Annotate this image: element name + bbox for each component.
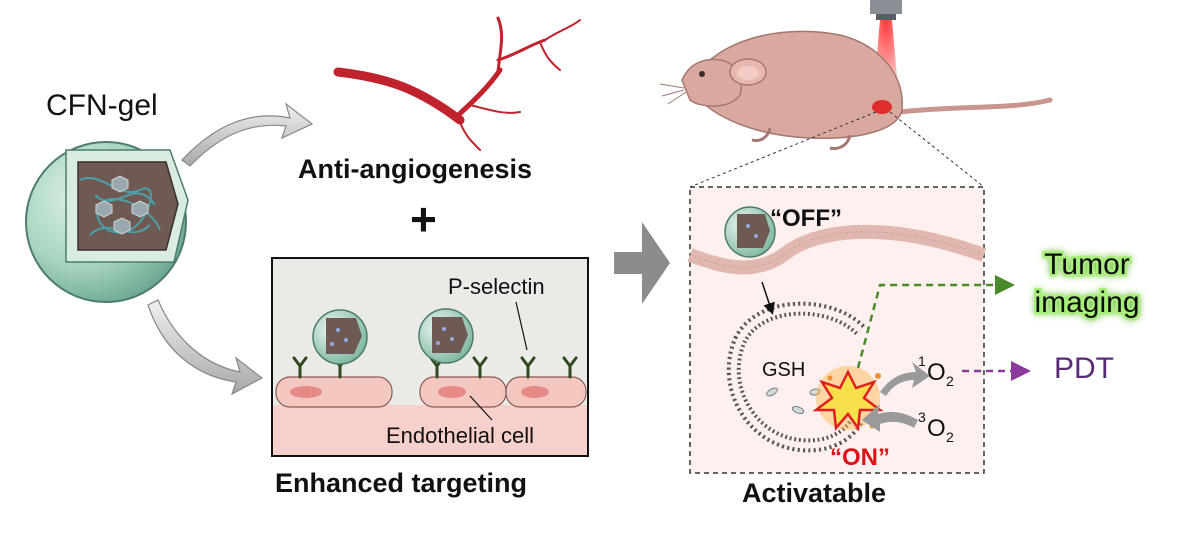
gel-sphere-bound-1 [312,309,368,365]
internalization-arrow [761,281,775,315]
zoom-line-right [889,111,985,188]
imaging-arrow [856,275,1015,369]
endothelial-pointer [469,395,493,421]
p-selectin-pointer [515,301,528,351]
on-label: “ON” [830,444,890,471]
endothelial-cells [275,376,587,408]
gel-sphere-off [724,206,776,258]
singlet-oxygen-label: 1 O 2 [918,353,954,389]
activatable-panel [687,186,987,474]
triplet-oxygen-label: 3 O 2 [918,409,954,445]
svg-text:1: 1 [918,353,926,369]
off-label: “OFF” [770,205,842,232]
cfn-gel-label: CFN-gel [46,89,158,122]
gsh-fragments [766,387,821,414]
activatable-label: Activatable [742,478,886,508]
triplet-oxygen-arrow [862,404,918,432]
endothelial-cell-label: Endothelial cell [386,423,534,448]
singlet-oxygen-arrow [880,362,930,396]
svg-text:Tumor: Tumor [1044,248,1130,281]
enhanced-targeting-panel [271,257,589,457]
activation-burst-icon [812,366,884,432]
mouse-illustration [659,30,1053,150]
gel-sphere-bound-2 [418,308,474,364]
svg-text:imaging: imaging [1034,286,1139,319]
arrow-to-anti-angiogenesis [181,102,314,167]
enhanced-targeting-label: Enhanced targeting [275,468,527,498]
blood-vessel-illustration [333,16,581,151]
plus-sign: + [410,193,437,245]
svg-text:O: O [927,415,946,442]
svg-text:O: O [927,359,946,386]
pdt-label: PDT [1054,352,1114,385]
big-right-arrow [614,222,670,304]
svg-text:2: 2 [946,373,954,389]
svg-text:3: 3 [918,409,926,425]
gsh-label: GSH [762,359,805,381]
anti-angiogenesis-label: Anti-angiogenesis [298,154,532,184]
svg-text:2: 2 [946,429,954,445]
arrow-to-enhanced-targeting [147,299,264,396]
cfn-gel-sphere [25,141,189,303]
p-selectin-label: P-selectin [448,274,545,299]
tumor-imaging-label: Tumor imaging [1032,246,1142,322]
